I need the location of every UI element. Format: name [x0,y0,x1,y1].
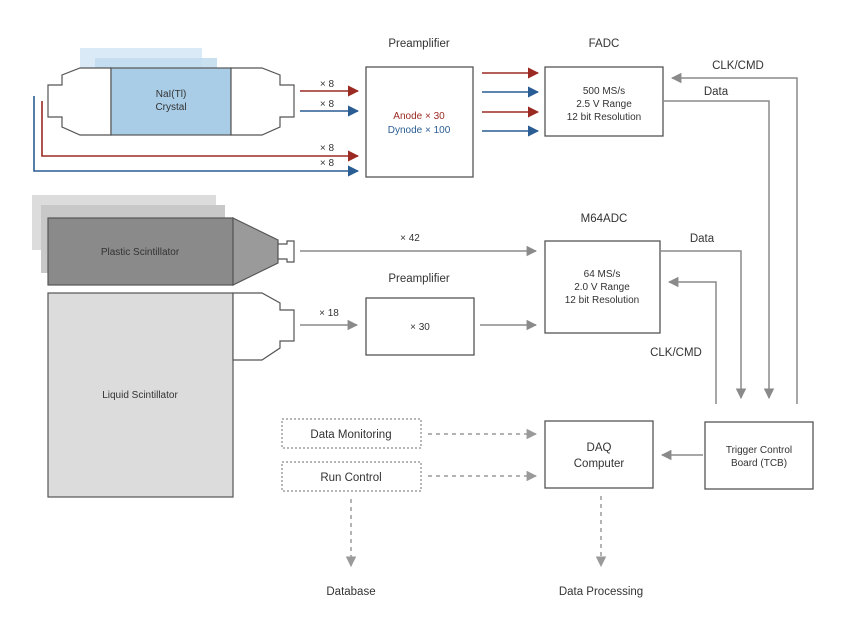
m64adc-data-label: Data [690,233,715,245]
plastic-scintillator-detector: Plastic Scintillator [32,195,295,286]
liquid-scintillator-box [47,292,234,498]
data-monitoring-box [281,418,422,449]
plastic-light-guide [232,217,279,286]
fadc-block: FADC 500 MS/s 2.5 V Range 12 bit Resolut… [544,38,664,137]
m64adc-line1: 64 MS/s [584,269,621,280]
m64adc-block: M64ADC 64 MS/s 2.0 V Range 12 bit Resolu… [544,213,661,334]
preamplifier-1: Preamplifier Anode × 30 Dynode × 100 [365,38,474,178]
data-processing-label: Data Processing [559,586,643,598]
daq-computer-box [544,420,654,489]
preamplifier-1-box [365,66,474,178]
plastic-pmt-shape [277,240,295,263]
multiplier-label-2: × 8 [320,99,335,110]
crystal-signal-lines: × 8 × 8 × 8 × 8 [33,79,360,177]
m64adc-to-tcb-data-line [660,250,747,400]
fadc-line3: 12 bit Resolution [567,112,642,123]
multiplier-label-1: × 8 [320,79,335,90]
blue-signal-line-2 [33,96,360,177]
fadc-clk-cmd-label: CLK/CMD [712,60,764,72]
fadc-line2: 2.5 V Range [576,99,632,110]
fadc-title: FADC [589,38,620,50]
liquid-scintillator-detector: Liquid Scintillator [47,292,295,498]
daq-computer: DAQ Computer [544,420,654,489]
tcb-to-m64adc-clk-line [667,276,717,404]
preamplifier-1-title: Preamplifier [388,38,450,50]
data-monitoring-block: Data Monitoring [281,418,422,449]
multiplier-label-3: × 8 [320,143,335,154]
multiplier-label-18: × 18 [319,308,339,319]
tcb-to-fadc-clk-line [670,72,798,404]
run-control-label: Run Control [320,472,381,484]
crystal-label-line2: Crystal [155,102,186,113]
preamplifier-2: Preamplifier × 30 [365,273,475,356]
nai-crystal-detector: NaI(Tl) Crystal [47,48,295,136]
m64adc-line2: 2.0 V Range [574,282,630,293]
daq-line1: DAQ [587,442,612,454]
m64adc-clk-cmd-label: CLK/CMD [650,347,702,359]
m64adc-tcb-links: Data CLK/CMD [650,233,747,404]
liquid-scintillator-label: Liquid Scintillator [102,390,178,401]
nai-crystal-box [110,67,232,136]
right-pmt-shape [230,67,295,136]
database-label: Database [326,586,375,598]
preamplifier-2-title: Preamplifier [388,273,450,285]
liquid-pmt-shape [232,292,295,361]
m64adc-line3: 12 bit Resolution [565,295,640,306]
fadc-line1: 500 MS/s [583,86,625,97]
dynode-gain-label: Dynode × 100 [388,125,451,136]
tcb-box [704,421,814,490]
m64adc-title: M64ADC [581,213,628,225]
left-pmt-shape [47,67,112,136]
daq-line2: Computer [574,458,625,470]
fadc-tcb-links: CLK/CMD Data [663,60,798,404]
plastic-scintillator-label: Plastic Scintillator [101,247,180,258]
fadc-to-tcb-data-line [663,100,775,400]
trigger-control-board: Trigger Control Board (TCB) [704,421,814,490]
preamp1-to-fadc-arrows [482,67,540,137]
multiplier-label-42: × 42 [400,233,420,244]
anode-gain-label: Anode × 30 [393,111,445,122]
data-monitoring-label: Data Monitoring [310,429,391,441]
run-control-block: Run Control [281,461,422,492]
tcb-line2: Board (TCB) [731,458,787,469]
preamplifier-2-box [365,297,475,356]
m64adc-box [544,240,661,334]
preamplifier-2-gain: × 30 [410,322,430,333]
run-control-box [281,461,422,492]
multiplier-label-4: × 8 [320,158,335,169]
crystal-label-line1: NaI(Tl) [156,89,187,100]
tcb-line1: Trigger Control [726,445,792,456]
red-signal-line-2 [41,101,360,162]
fadc-data-label: Data [704,86,729,98]
